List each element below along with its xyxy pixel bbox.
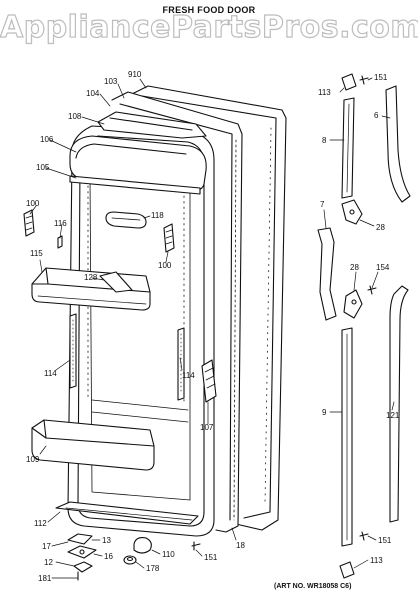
screw-151-right [359, 531, 369, 541]
callout-116: 116 [54, 219, 67, 228]
callout-18: 18 [236, 541, 245, 550]
callout-107: 107 [200, 423, 214, 432]
handle-mount-28-lower [343, 289, 363, 319]
handle-7 [317, 227, 337, 321]
callout-114-left: 114 [44, 369, 57, 378]
screw-151-top [359, 75, 369, 85]
handle-cap-113-bottom [339, 561, 355, 579]
callout-112: 112 [34, 519, 47, 528]
retainer-bar-left [69, 313, 77, 389]
callout-9: 9 [322, 408, 327, 417]
egg-tray [105, 211, 147, 229]
callout-108: 108 [68, 112, 82, 121]
screw-154 [367, 285, 377, 295]
hinge-cap-110 [133, 537, 152, 554]
callout-100-right: 100 [158, 261, 172, 270]
callout-178: 178 [146, 564, 160, 573]
callout-106: 106 [40, 135, 54, 144]
shelf-bracket-left [23, 209, 35, 237]
bottom-hinge-parts [67, 533, 97, 581]
callout-109: 109 [26, 455, 40, 464]
callout-105: 105 [36, 163, 50, 172]
callout-181: 181 [38, 574, 52, 583]
dairy-hinge-bar [69, 175, 201, 195]
leader-lines [29, 77, 395, 579]
callout-12: 12 [44, 558, 53, 567]
handle-9 [341, 327, 353, 547]
callout-28-upper: 28 [376, 223, 385, 232]
trim-6 [385, 85, 411, 203]
callout-17: 17 [42, 542, 51, 551]
bushing-178 [123, 555, 137, 565]
clip-116 [57, 235, 63, 249]
callout-128-shelf: 128 [84, 273, 98, 282]
lower-door-shelf [31, 419, 155, 471]
shelf-bracket-right [163, 223, 175, 253]
callout-151-bottom: 151 [204, 553, 218, 562]
upper-door-shelf [31, 267, 151, 311]
callout-16: 16 [104, 552, 113, 561]
callout-154: 154 [376, 263, 390, 272]
callout-8: 8 [322, 136, 327, 145]
callout-labels: 910 103 104 108 106 105 100 116 118 100 … [26, 70, 400, 583]
callout-115: 115 [30, 249, 43, 258]
callout-13: 13 [102, 536, 111, 545]
diagram-title: FRESH FOOD DOOR [162, 5, 256, 15]
callout-100-left: 100 [26, 199, 40, 208]
callout-910: 910 [128, 70, 142, 79]
callout-104: 104 [86, 89, 100, 98]
callout-118: 118 [151, 211, 164, 220]
callout-151-right: 151 [378, 536, 392, 545]
callout-110: 110 [162, 550, 175, 559]
handle-insert-107 [201, 359, 217, 403]
art-number: (ART NO. WR18058 C6) [274, 583, 352, 590]
callout-151-top: 151 [374, 73, 388, 82]
handle-cap-113-top [341, 73, 357, 91]
callout-103: 103 [104, 77, 118, 86]
top-trim [97, 111, 207, 139]
screw-151-bottom [191, 541, 201, 551]
trim-121 [389, 285, 409, 523]
callout-114-right: 114 [182, 371, 195, 380]
handle-mount-28-upper [341, 199, 363, 225]
callout-113-top: 113 [318, 88, 331, 97]
handle-8 [341, 97, 355, 199]
callout-121: 121 [386, 411, 400, 420]
callout-28-lower: 28 [350, 263, 359, 272]
bottom-trim [55, 501, 199, 525]
callout-113-bottom: 113 [370, 556, 383, 565]
callout-6: 6 [374, 111, 379, 120]
callout-7: 7 [320, 200, 325, 209]
watermark: AppliancePartsPros.com [0, 9, 418, 45]
